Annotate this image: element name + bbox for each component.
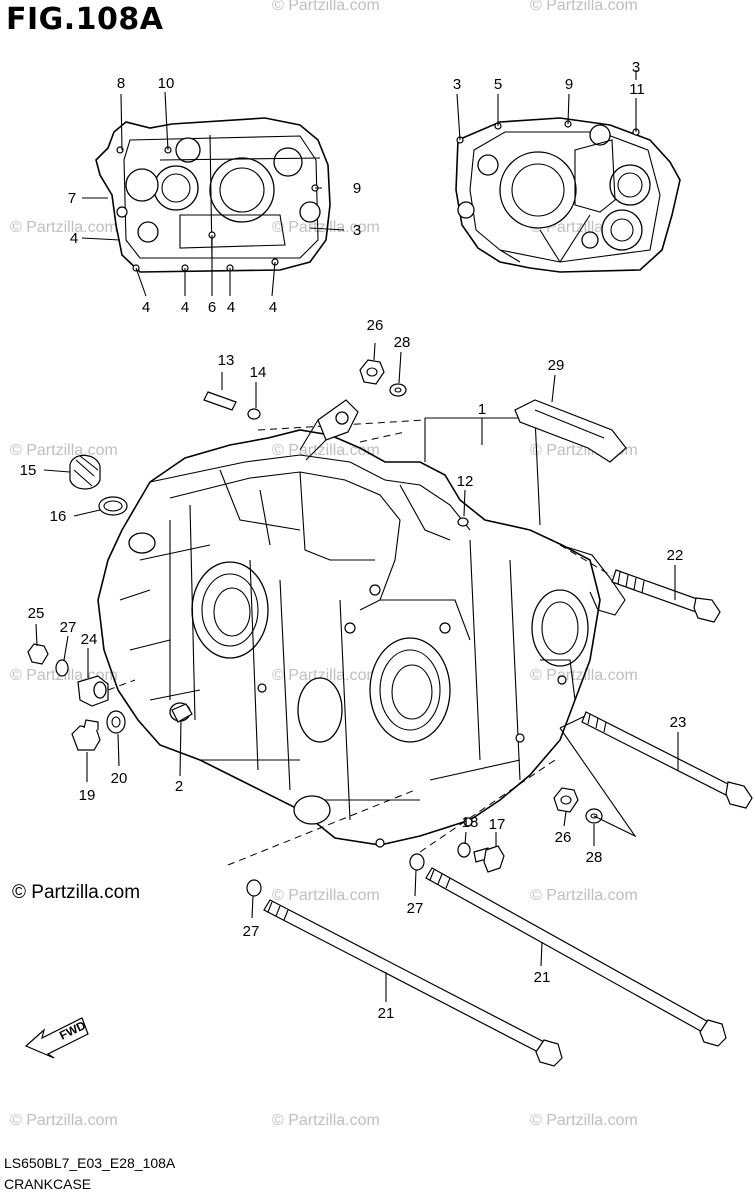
callout: 28 [586, 849, 603, 866]
part-22-bolt [559, 544, 721, 623]
part-24-fitting [77, 648, 136, 707]
crankcase-assembly [97, 417, 626, 848]
watermark: © Partzilla.com [530, 1112, 638, 1129]
callout: 3 [353, 222, 361, 239]
fwd-arrow: FWD [24, 1017, 89, 1059]
part-14-washer [247, 382, 261, 420]
callout: 11 [629, 81, 645, 98]
part-21-through-bolts [227, 759, 727, 1067]
callout: 22 [667, 547, 684, 564]
callout: 9 [353, 180, 361, 197]
callout: 25 [28, 605, 45, 622]
part-27-washer-lower [246, 879, 262, 919]
callout: 29 [548, 357, 565, 374]
part-28-washer-bottom [559, 727, 637, 846]
callout: 1 [478, 401, 486, 418]
callout: 5 [494, 76, 502, 93]
watermark: © Partzilla.com [272, 667, 380, 684]
callout: 27 [407, 900, 424, 917]
part-12-washer [457, 489, 469, 527]
watermark: © Partzilla.com [10, 1112, 118, 1129]
callout: 2 [175, 778, 183, 795]
part-18-washer [457, 831, 471, 858]
watermark: © Partzilla.com [10, 219, 118, 236]
part-23-bolt [559, 711, 753, 809]
callout: 21 [378, 1005, 395, 1022]
callout: 8 [117, 75, 125, 92]
callout: 23 [670, 714, 687, 731]
part-2-dowel [171, 703, 193, 777]
right-crankcase-half-view [455, 70, 681, 273]
callout: 4 [70, 230, 78, 247]
watermark: © Partzilla.com [530, 887, 638, 904]
callout: 16 [50, 508, 67, 525]
callout: 6 [208, 299, 216, 316]
watermark: © Partzilla.com [530, 0, 638, 14]
callout: 21 [534, 969, 551, 986]
part-16-o-ring [73, 496, 128, 517]
callout: 19 [79, 787, 96, 804]
callout: 4 [269, 299, 277, 316]
callout: 4 [181, 299, 189, 316]
diagram-code: LS650BL7_E03_E28_108A [4, 1155, 176, 1171]
watermark: © Partzilla.com [272, 219, 380, 236]
part-27-washer-middle [409, 853, 425, 897]
watermark: © Partzilla.com [272, 1112, 380, 1129]
callout: 10 [158, 75, 175, 92]
figure-title: FIG.108A [6, 2, 164, 37]
part-28-washer-top [389, 351, 407, 397]
callout: 4 [142, 299, 150, 316]
callout: 26 [555, 829, 572, 846]
callout: 28 [394, 334, 411, 351]
callout: 18 [462, 814, 479, 831]
callout: 15 [20, 462, 37, 479]
callout: 3 [453, 76, 461, 93]
callout: 14 [250, 364, 267, 381]
callout: 13 [218, 352, 235, 369]
part-15-filler-cap [43, 454, 101, 490]
callout: 17 [489, 816, 506, 833]
callout: 26 [367, 317, 384, 334]
part-13-sensor [203, 372, 237, 411]
watermark: © Partzilla.com [10, 442, 118, 459]
part-29-cover [514, 374, 627, 463]
callout: 12 [457, 473, 474, 490]
part-26-nut-top [359, 342, 385, 385]
left-crankcase-half-view [81, 91, 345, 297]
watermark: © Partzilla.com [272, 0, 380, 14]
watermark: © Partzilla.com [272, 887, 380, 904]
part-26-nut-bottom [553, 787, 579, 827]
callout: 4 [227, 299, 235, 316]
part-25-nut [27, 623, 49, 665]
part-19-drain-plug [71, 719, 101, 782]
copyright-notice: © Partzilla.com [12, 882, 141, 903]
callout: 27 [243, 923, 260, 940]
callout: 27 [60, 619, 77, 636]
part-17-bolt [473, 832, 505, 873]
callout: 7 [68, 190, 76, 207]
callout: 24 [81, 631, 98, 648]
part-20-washer [106, 710, 126, 767]
callout: 20 [111, 770, 128, 787]
callout: 3 [632, 59, 640, 76]
diagram-name: CRANKCASE [4, 1176, 92, 1192]
callout-labels: 8 10 7 4 9 3 4 4 6 4 4 3 5 9 3 11 26 28 … [20, 59, 687, 1022]
part-27-washer-left [55, 635, 69, 677]
callout: 9 [565, 76, 573, 93]
breather-fitting [299, 399, 359, 461]
